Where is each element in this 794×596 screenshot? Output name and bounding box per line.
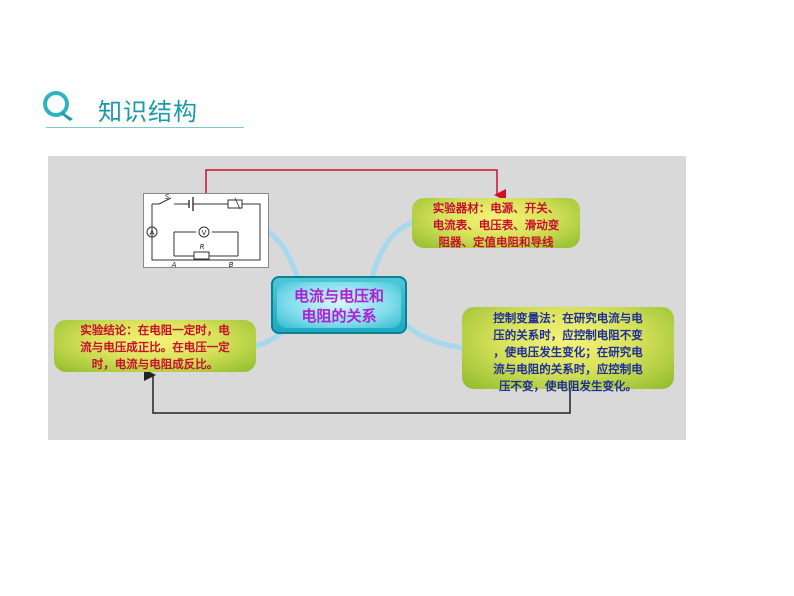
node-equipment-line2: 电流表、电压表、滑动变 [432,218,560,232]
section-magnifier-icon [43,91,73,121]
point-b-label: B [229,261,234,269]
node-control-line2: 压的关系时，应控制电阻不变 [493,328,643,342]
arrow-control-to-conclusion [144,369,571,414]
central-topic-line1: 电流与电压和 [293,287,384,305]
page-title: 知识结构 [98,98,198,126]
node-control-line3: ，使电压发生变化；在研究电 [493,345,643,359]
point-a-label: A [171,261,177,269]
node-equipment-line3: 阻器、定值电阻和导线 [438,235,554,249]
node-conclusion-line3: 时，电流与电阻成反比。 [91,357,219,371]
branch-control [399,319,467,351]
node-control-variable: 控制变量法：在研究电流与电 压的关系时，应控制电阻不变 ，使电压发生变化；在研究… [462,307,674,393]
switch-label: S [165,194,170,201]
title-underline [46,127,244,128]
central-topic: 电流与电压和 电阻的关系 [271,276,407,334]
node-conclusion: 实验结论：在电阻一定时，电 流与电压成正比。在电压一定 时，电流与电阻成反比。 [54,320,256,372]
ammeter-label: A [150,229,155,237]
voltmeter-label: V [202,229,207,237]
branch-equipment [369,219,417,281]
node-control-line5: 压不变，使电阻发生变化。 [499,379,637,393]
central-topic-line2: 电阻的关系 [301,307,377,325]
node-equipment: 实验器材：电源、开关、 电流表、电压表、滑动变 阻器、定值电阻和导线 [412,198,580,249]
arrow-circuit-to-equipment [205,169,506,201]
node-conclusion-line2: 流与电压成正比。在电压一定 [80,340,230,354]
circuit-diagram: S A V R A B [143,193,269,269]
node-conclusion-line1: 实验结论：在电阻一定时，电 [80,323,230,337]
node-control-line4: 流与电阻的关系时，应控制电 [493,362,643,376]
resistor-label: R [200,243,205,251]
node-control-line1: 控制变量法：在研究电流与电 [493,311,643,325]
node-equipment-line1: 实验器材：电源、开关、 [432,201,560,215]
